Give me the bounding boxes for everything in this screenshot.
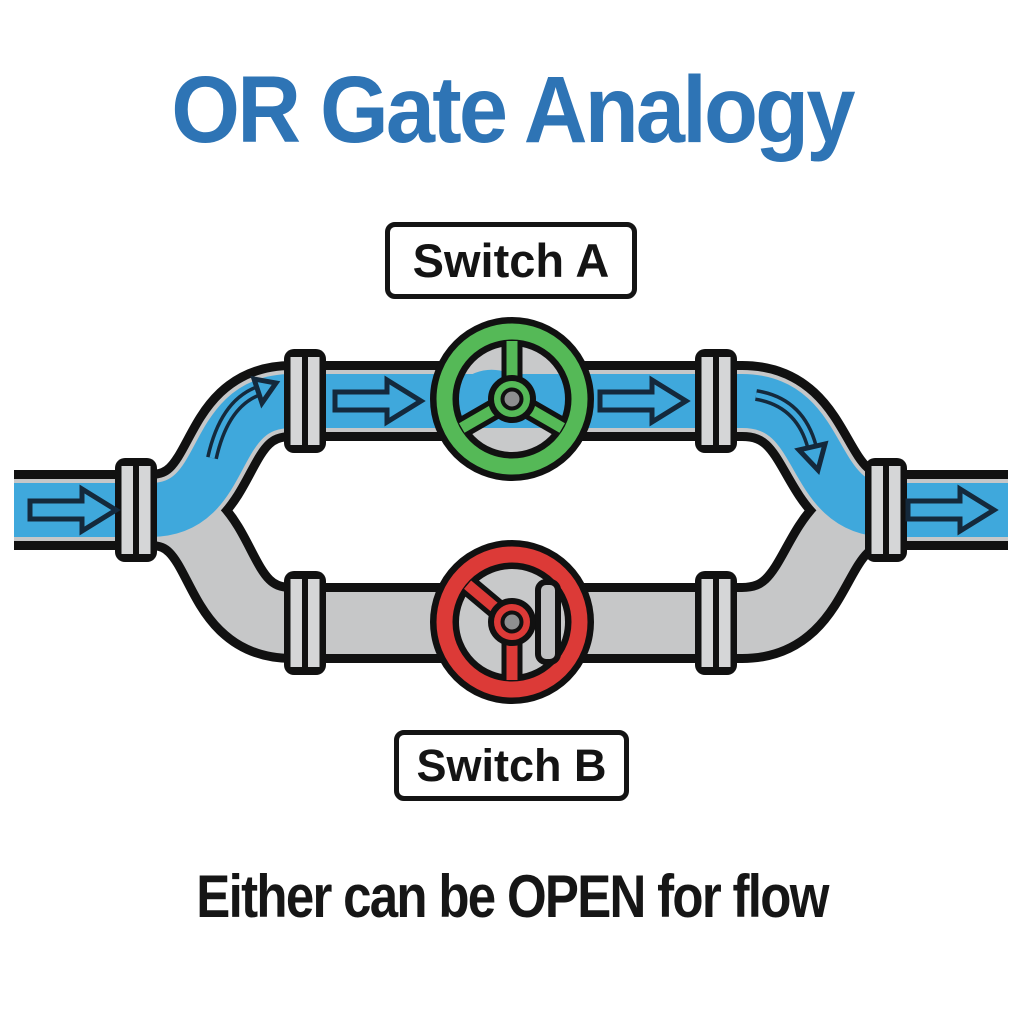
fork-up-curved-arrow-icon [206,375,281,460]
branch-b-left-flange [284,571,326,675]
switch-a-label-text: Switch A [412,234,610,287]
caption: Either can be OPEN for flow [196,863,829,930]
valve-b-gate-bar [535,579,561,665]
valve-b-hub-center [500,610,524,634]
switch-a-label: Switch A [385,222,637,299]
switch-b-label-text: Switch B [416,739,607,791]
valve-a-hub-center [500,387,524,411]
switch-b-label: Switch B [394,730,629,801]
valve-b-wheel-closed-icon [430,540,594,704]
outlet-flow-arrow-icon [905,484,999,536]
branch-a-right-flange [695,349,737,453]
valve-a-wheel-open-icon [430,317,594,481]
valve-a-ring [436,323,588,475]
branch-b-right-flange [695,571,737,675]
flow-arrows [27,375,999,536]
inlet-flow-arrow-icon [27,484,121,536]
page-title: OR Gate Analogy [171,57,855,163]
branch-a-flow-arrow-icon [597,375,691,427]
valve-b-ring [436,546,588,698]
outlet-flange [865,458,907,562]
inlet-flange [115,458,157,562]
branch-a-left-flange [284,349,326,453]
merge-down-curved-arrow-icon [754,389,829,475]
branch-a-flow-arrow-icon [332,375,426,427]
